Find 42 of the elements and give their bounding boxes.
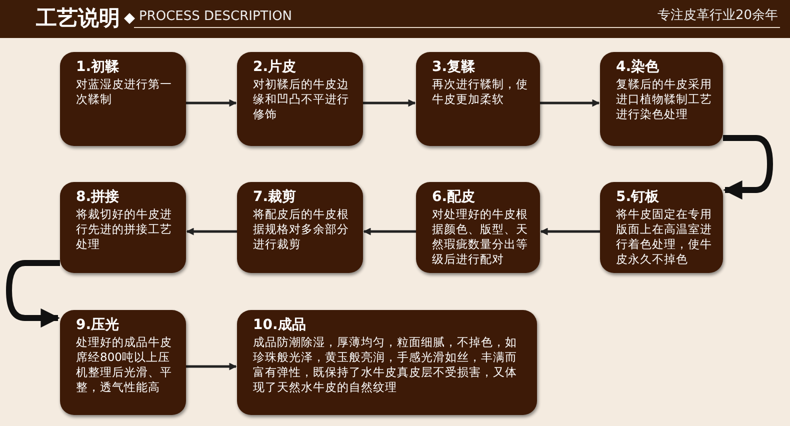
header-subtitle: PROCESS DESCRIPTION <box>139 8 292 26</box>
step-heading: 8.拼接 <box>76 188 120 206</box>
process-box <box>60 182 186 273</box>
step-heading: 4.染色 <box>616 58 660 76</box>
step-heading: 2.片皮 <box>253 58 298 76</box>
step-description: 处理好的成品牛皮席经800吨以上压机整理后光滑、平整，透气性能高 <box>76 335 173 395</box>
step-heading: 10.成品 <box>253 316 307 334</box>
step-heading: 7.裁剪 <box>253 188 298 206</box>
step-heading: 1.初鞣 <box>76 58 120 76</box>
step-description: 将牛皮固定在专用版面上在高温室进行着色处理，使牛皮永久不掉色 <box>616 207 713 267</box>
arrow <box>186 99 237 107</box>
process-box <box>600 182 723 273</box>
arrow <box>540 228 600 236</box>
arrow <box>186 228 237 236</box>
step-heading: 9.压光 <box>76 316 120 334</box>
header-tagline: 专注皮革行业20余年 <box>657 7 778 25</box>
step-description: 对蓝湿皮进行第一次鞣制 <box>76 77 173 107</box>
process-box <box>60 52 186 146</box>
step-heading: 6.配皮 <box>432 188 476 206</box>
step-description: 对处理好的牛皮根据颜色、版型、天然瑕疵数量分出等级后进行配对 <box>432 207 529 267</box>
process-box <box>60 310 186 415</box>
arrow <box>540 99 600 107</box>
step-heading: 3.复鞣 <box>432 58 476 76</box>
process-box <box>416 52 540 146</box>
arrow <box>723 135 773 200</box>
arrow <box>363 99 416 107</box>
step-description: 成品防潮除湿，厚薄均匀，粒面细腻，不掉色，如珍珠般光泽，黄玉般亮润，手感光滑如丝，丰满而富有弹性，既保持了水牛皮真皮层不受损害，又体现了天然水牛皮的自然纹理 <box>253 335 518 395</box>
step-description: 再次进行鞣制，使牛皮更加柔软 <box>432 77 529 107</box>
step-description: 将裁切好的牛皮进行先进的拼接工艺处理 <box>76 207 173 252</box>
process-box <box>600 52 723 146</box>
page-title: 工艺说明 <box>36 5 120 31</box>
step-description: 对初鞣后的牛皮边缘和凹凸不平进行修饰 <box>253 77 350 122</box>
process-box <box>416 182 540 273</box>
step-heading: 5.钉板 <box>616 188 660 206</box>
step-description: 将配皮后的牛皮根据规格对多余部分进行裁剪 <box>253 207 350 252</box>
step-description: 复鞣后的牛皮采用进口植物鞣制工艺进行染色处理 <box>616 77 713 122</box>
process-box <box>237 52 363 146</box>
arrow <box>186 362 237 370</box>
arrow <box>6 260 60 328</box>
process-box <box>237 310 537 415</box>
arrow <box>363 228 416 236</box>
process-box <box>237 182 363 273</box>
